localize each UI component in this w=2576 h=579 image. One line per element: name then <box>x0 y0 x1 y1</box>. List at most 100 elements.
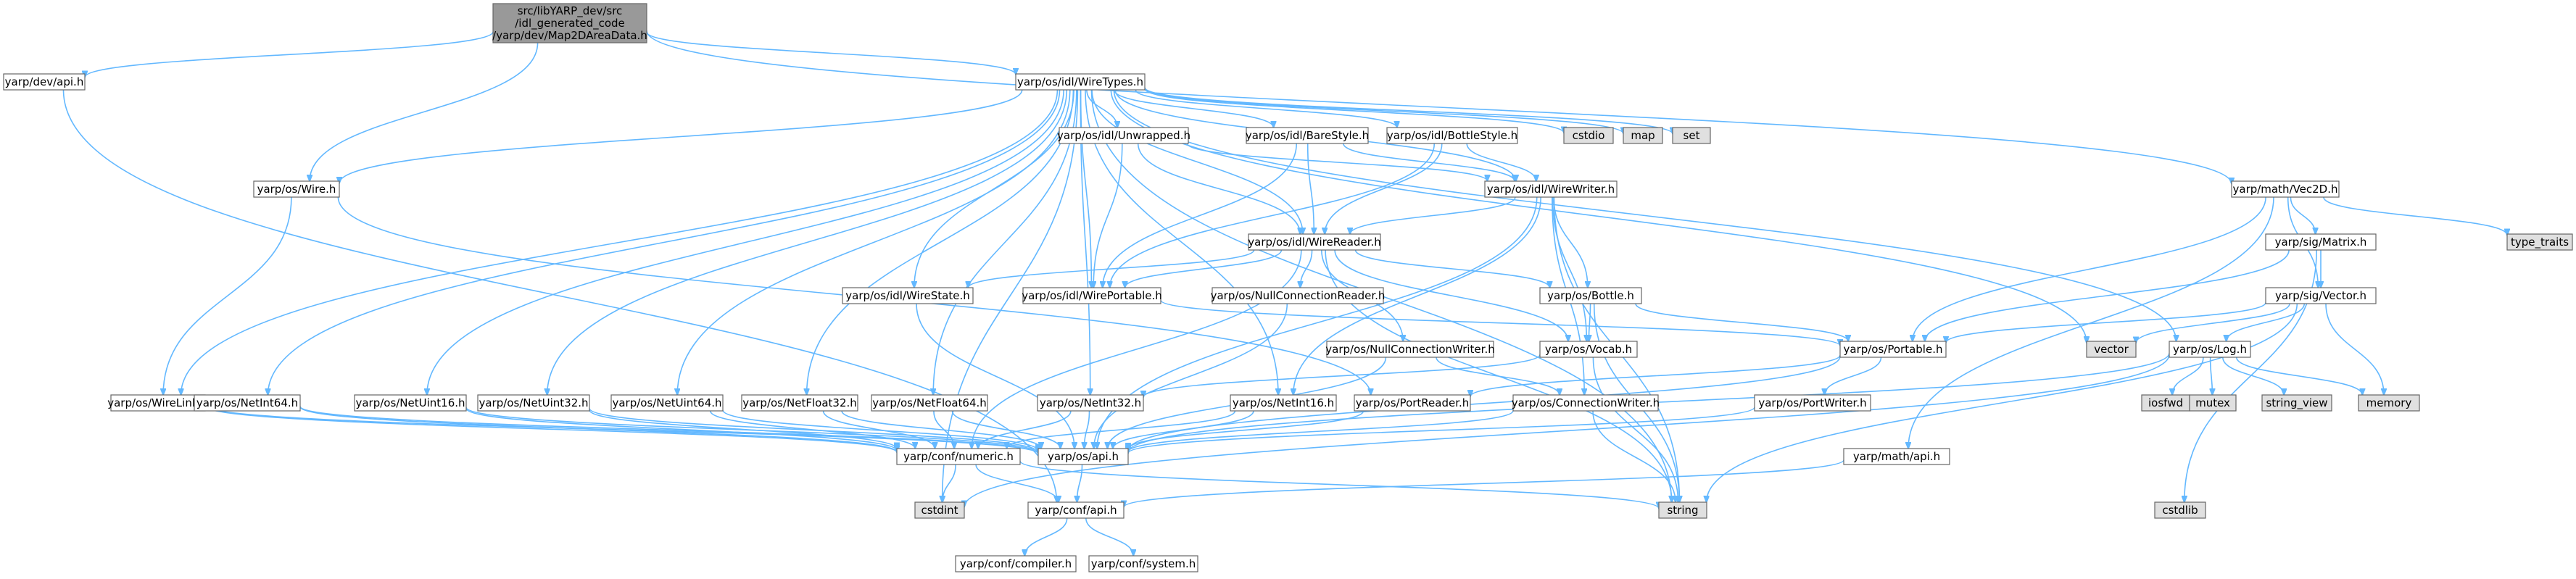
node-box-set <box>1672 127 1711 144</box>
edge-unwrapped-to-wirereader <box>1137 143 1301 234</box>
node-wirereader[interactable]: yarp/os/idl/WireReader.h <box>1248 233 1381 251</box>
node-bottle[interactable]: yarp/os/Bottle.h <box>1539 287 1642 304</box>
node-box-cstdio <box>1563 127 1614 144</box>
node-connwriter[interactable]: yarp/os/ConnectionWriter.h <box>1512 394 1660 412</box>
node-netint64[interactable]: yarp/os/NetInt64.h <box>194 394 301 412</box>
edge-netint32-to-numeric <box>978 410 1072 449</box>
node-box-math_api <box>1843 448 1950 465</box>
node-label-wireportable: yarp/os/idl/WirePortable.h <box>1022 289 1162 302</box>
node-box-matrix <box>2265 233 2377 251</box>
node-barestyle[interactable]: yarp/os/idl/BareStyle.h <box>1246 127 1369 144</box>
node-numeric[interactable]: yarp/conf/numeric.h <box>896 448 1021 465</box>
node-nullconnreader[interactable]: yarp/os/NullConnectionReader.h <box>1211 287 1386 304</box>
node-dev_api[interactable]: yarp/dev/api.h <box>3 73 86 91</box>
node-bottlestyle[interactable]: yarp/os/idl/BottleStyle.h <box>1386 127 1518 144</box>
node-box-wirestate <box>842 287 974 304</box>
node-portable[interactable]: yarp/os/Portable.h <box>1839 341 1947 358</box>
edge-vec2d-to-matrix <box>2290 196 2315 234</box>
node-label-portreader: yarp/os/PortReader.h <box>1356 396 1470 409</box>
node-label-sigvector: yarp/sig/Vector.h <box>2275 289 2366 302</box>
edge-numeric-to-string <box>1019 460 1659 508</box>
node-box-netint16 <box>1230 394 1337 412</box>
node-matrix[interactable]: yarp/sig/Matrix.h <box>2265 233 2377 251</box>
node-label-os_api: yarp/os/api.h <box>1048 450 1119 463</box>
node-netuint64[interactable]: yarp/os/NetUint64.h <box>610 394 724 412</box>
node-conf_api[interactable]: yarp/conf/api.h <box>1027 501 1125 519</box>
node-label-portable: yarp/os/Portable.h <box>1844 343 1943 356</box>
node-netuint16[interactable]: yarp/os/NetUint16.h <box>354 394 467 412</box>
node-box-wire <box>253 180 340 198</box>
node-box-vector <box>2086 341 2137 358</box>
node-label-cstdint: cstdint <box>921 504 958 517</box>
edge-root-to-wiretypes <box>646 31 1016 75</box>
node-label-bottlestyle: yarp/os/idl/BottleStyle.h <box>1387 129 1517 142</box>
node-box-portreader <box>1354 394 1471 412</box>
node-netfloat64[interactable]: yarp/os/NetFloat64.h <box>871 394 988 412</box>
node-box-nullconnreader <box>1212 287 1384 304</box>
node-portwriter[interactable]: yarp/os/PortWriter.h <box>1754 394 1871 412</box>
node-label-mutex: mutex <box>2195 396 2230 409</box>
node-box-vocab <box>1539 341 1638 358</box>
edge-wiretypes-to-cstdio <box>1144 88 1564 133</box>
node-label-netuint32: yarp/os/NetUint32.h <box>479 396 588 409</box>
node-box-mutex <box>2189 394 2237 412</box>
node-label-type_traits: type_traits <box>2511 236 2569 249</box>
node-wirewriter[interactable]: yarp/os/idl/WireWriter.h <box>1484 180 1618 198</box>
edge-netint16-to-os_api <box>1113 410 1254 449</box>
node-vec2d[interactable]: yarp/math/Vec2D.h <box>2231 180 2340 198</box>
node-sigvector[interactable]: yarp/sig/Vector.h <box>2265 287 2377 304</box>
edge-bottlestyle-to-wireportable <box>1110 143 1436 288</box>
node-netint16[interactable]: yarp/os/NetInt16.h <box>1230 394 1337 412</box>
edge-bottlestyle-to-wirereader <box>1325 143 1443 234</box>
node-log[interactable]: yarp/os/Log.h <box>2169 341 2251 358</box>
node-label-iosfwd: iosfwd <box>2148 396 2183 409</box>
node-box-netuint16 <box>354 394 467 412</box>
node-box-netuint32 <box>477 394 590 412</box>
edge-sigvector-to-log <box>2227 303 2306 341</box>
node-label-root-0: src/libYARP_dev/src <box>518 4 623 18</box>
node-root[interactable]: src/libYARP_dev/src/idl_generated_code/y… <box>492 3 647 43</box>
node-label-map: map <box>1631 129 1654 142</box>
node-box-string_view <box>2261 394 2332 412</box>
edge-netint64-to-numeric <box>299 406 897 452</box>
node-box-wiretypes <box>1015 73 1146 91</box>
edge-wiretypes-to-bottlestyle <box>1135 89 1396 128</box>
node-label-system: yarp/conf/system.h <box>1091 557 1196 570</box>
node-wireportable[interactable]: yarp/os/idl/WirePortable.h <box>1022 287 1162 304</box>
node-os_api[interactable]: yarp/os/api.h <box>1038 448 1129 465</box>
node-wirelink[interactable]: yarp/os/WireLink.h <box>107 394 209 412</box>
node-nullconnwriter[interactable]: yarp/os/NullConnectionWriter.h <box>1325 341 1495 358</box>
edge-wiretypes-to-barestyle <box>1113 89 1274 128</box>
node-label-wirelink: yarp/os/WireLink.h <box>107 396 209 409</box>
node-netint32[interactable]: yarp/os/NetInt32.h <box>1037 394 1144 412</box>
node-math_api[interactable]: yarp/math/api.h <box>1843 448 1950 465</box>
node-box-barestyle <box>1246 127 1369 144</box>
node-wiretypes[interactable]: yarp/os/idl/WireTypes.h <box>1015 73 1146 91</box>
node-portreader[interactable]: yarp/os/PortReader.h <box>1354 394 1471 412</box>
node-netuint32[interactable]: yarp/os/NetUint32.h <box>477 394 590 412</box>
node-label-nullconnreader: yarp/os/NullConnectionReader.h <box>1211 289 1386 302</box>
node-box-netfloat32 <box>741 394 858 412</box>
edge-portable-to-portwriter <box>1825 357 1882 395</box>
node-box-cstdint <box>914 501 965 519</box>
node-wire[interactable]: yarp/os/Wire.h <box>253 180 340 198</box>
node-box-string <box>1658 501 1707 519</box>
edge-wiretypes-to-set <box>1144 87 1673 134</box>
edge-numeric-to-conf_api <box>975 464 1059 502</box>
node-system[interactable]: yarp/conf/system.h <box>1088 555 1198 572</box>
node-box-os_api <box>1038 448 1129 465</box>
edge-root-to-dev_api <box>85 31 494 78</box>
node-box-root <box>492 3 647 43</box>
node-label-netuint64: yarp/os/NetUint64.h <box>612 396 721 409</box>
node-label-wire: yarp/os/Wire.h <box>257 183 336 196</box>
edge-wirereader-to-wireportable <box>1125 249 1283 288</box>
edge-os_api-to-conf_api <box>1077 464 1083 502</box>
edge-wirelink-to-numeric <box>204 405 897 452</box>
node-unwrapped[interactable]: yarp/os/idl/Unwrapped.h <box>1057 127 1190 144</box>
node-netfloat32[interactable]: yarp/os/NetFloat32.h <box>741 394 858 412</box>
node-compiler[interactable]: yarp/conf/compiler.h <box>955 555 1077 572</box>
node-label-netfloat32: yarp/os/NetFloat32.h <box>742 396 857 409</box>
edge-netuint64-to-numeric <box>710 410 915 449</box>
node-vocab[interactable]: yarp/os/Vocab.h <box>1539 341 1638 358</box>
node-wirestate[interactable]: yarp/os/idl/WireState.h <box>842 287 974 304</box>
